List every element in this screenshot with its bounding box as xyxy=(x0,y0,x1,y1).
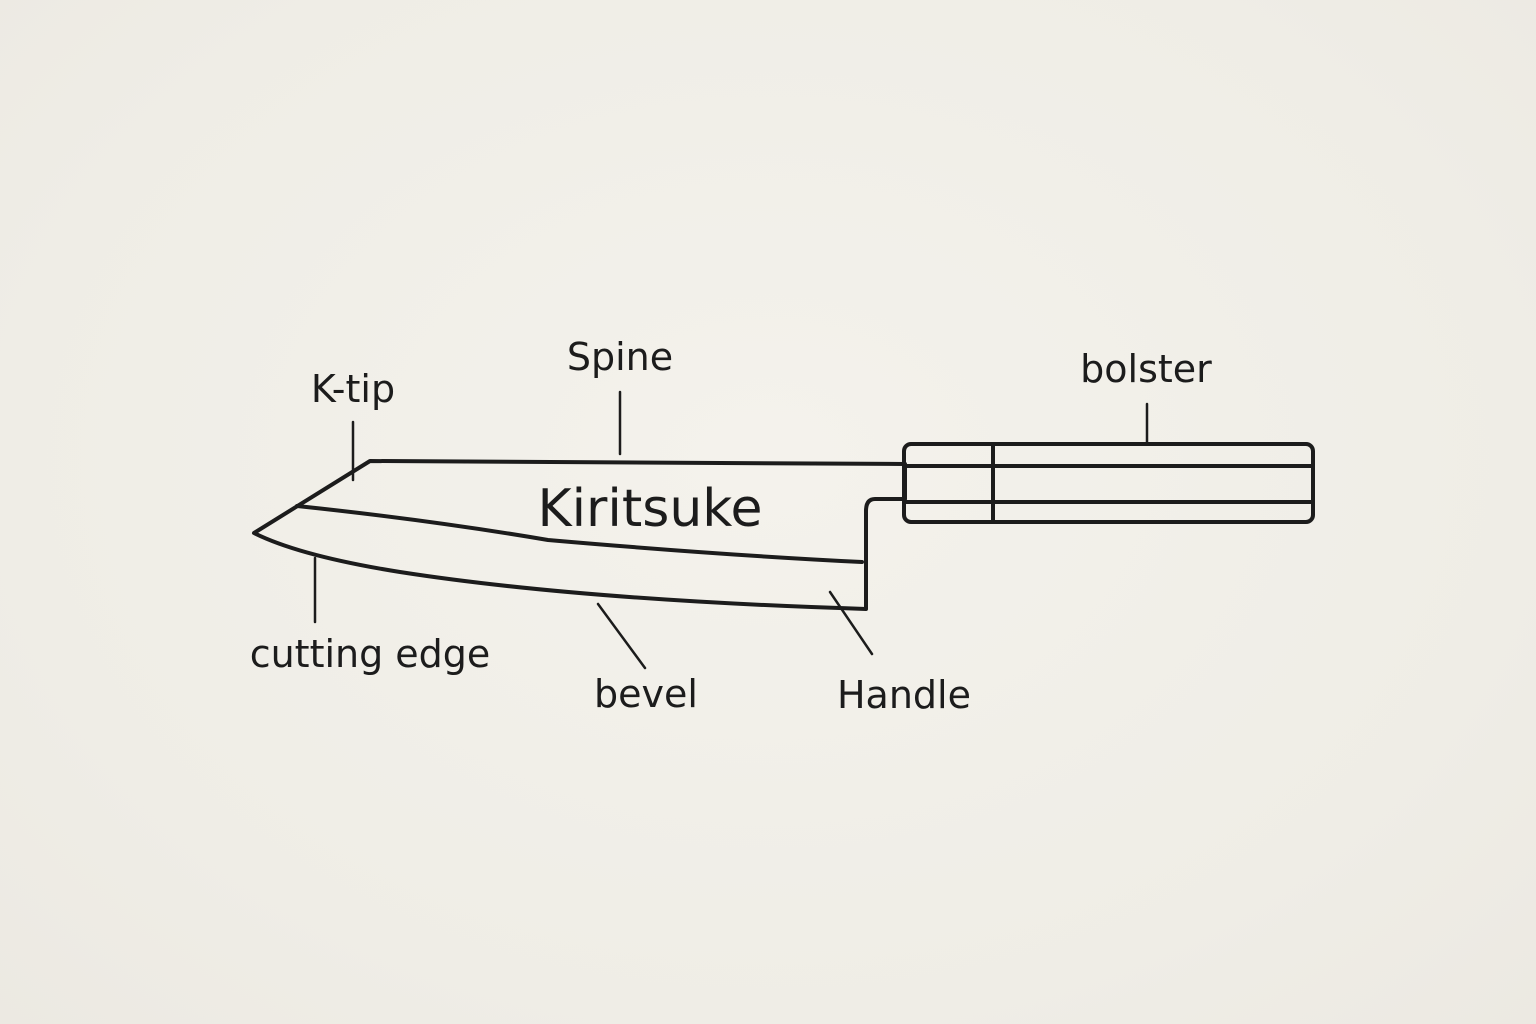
handle-outline xyxy=(902,442,1315,524)
leader-handle xyxy=(828,590,874,656)
diagram-title: Kiritsuke xyxy=(537,479,762,539)
bevel-line xyxy=(295,504,864,564)
label-bolster: bolster xyxy=(1080,347,1212,391)
label-k-tip: K-tip xyxy=(311,367,395,411)
label-bevel: bevel xyxy=(594,672,698,716)
label-spine: Spine xyxy=(567,335,673,379)
label-cutting-edge: cutting edge xyxy=(250,632,491,676)
label-handle: Handle xyxy=(837,673,971,717)
blade-outline xyxy=(252,459,907,611)
leader-bevel xyxy=(596,602,647,670)
